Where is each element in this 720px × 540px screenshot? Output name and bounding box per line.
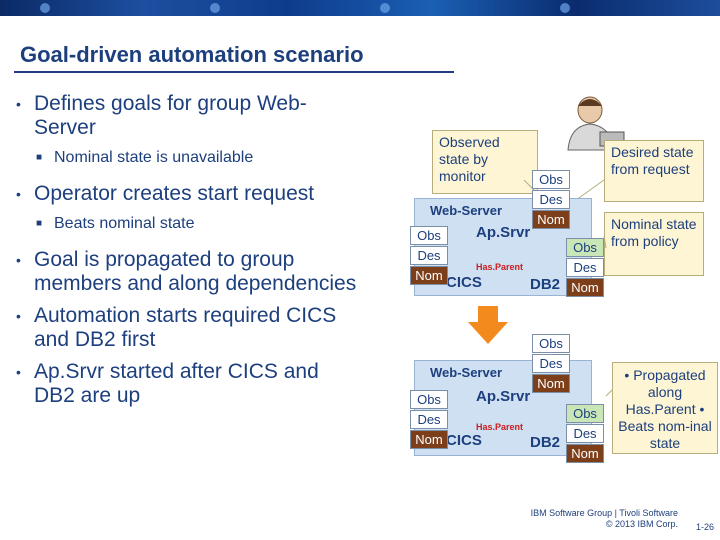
observed-state-callout: Observed state by monitor	[432, 130, 538, 194]
banner-decoration	[40, 3, 50, 13]
slide-title: Goal-driven automation scenario	[20, 42, 364, 67]
tag-des: Des	[566, 258, 604, 277]
bullet-text: Automation starts required CICS and DB2 …	[34, 304, 337, 351]
bullet-item: •Operator creates start request	[16, 182, 315, 205]
tag-des: Des	[410, 246, 448, 265]
node-db2: DB2	[530, 276, 561, 293]
bullet-item: •Automation starts required CICS and DB2…	[16, 304, 337, 351]
down-arrow-icon	[468, 306, 508, 344]
tag-obs: Obs	[566, 238, 604, 257]
title-divider	[14, 71, 454, 73]
page-number: 1-26	[695, 522, 714, 532]
nominal-state-callout: Nominal state from policy	[604, 212, 704, 276]
bullet-text: Operator creates start request	[34, 182, 315, 205]
tag-nom: Nom	[532, 210, 570, 229]
node-cics: CICS	[446, 432, 482, 449]
footer-company: IBM Software Group | Tivoli Software	[530, 508, 678, 518]
relation-label: Has.Parent	[476, 422, 524, 432]
tag-des: Des	[532, 190, 570, 209]
bullet-list: •Defines goals for group Web-Server ■Nom…	[14, 92, 364, 416]
tag-nom: Nom	[410, 266, 448, 285]
group-label: Web-Server	[430, 203, 503, 218]
propagation-callout: • Propagated along Has.Parent • Beats no…	[612, 362, 718, 454]
banner-decoration	[210, 3, 220, 13]
tag-obs: Obs	[532, 334, 570, 353]
bullet-text: Goal is propagated to group members and …	[34, 248, 357, 295]
tag-des: Des	[410, 410, 448, 429]
bullet-text: Defines goals for group Web-Server	[34, 92, 307, 139]
tag-des: Des	[566, 424, 604, 443]
sub-bullet-text: Beats nominal state	[54, 215, 195, 232]
tag-obs: Obs	[566, 404, 604, 423]
tag-obs: Obs	[410, 226, 448, 245]
banner-decoration	[560, 3, 570, 13]
bullet-item: •Goal is propagated to group members and…	[16, 248, 357, 295]
sub-bullet-item: ■Nominal state is unavailable	[36, 149, 254, 166]
tag-nom: Nom	[410, 430, 448, 449]
group-label: Web-Server	[430, 365, 503, 380]
sub-bullet-item: ■Beats nominal state	[36, 215, 195, 232]
tag-obs: Obs	[532, 170, 570, 189]
tag-nom: Nom	[566, 444, 604, 463]
desired-state-callout: Desired state from request	[604, 140, 704, 202]
header-banner	[0, 0, 720, 16]
tag-nom: Nom	[566, 278, 604, 297]
sub-bullet-text: Nominal state is unavailable	[54, 149, 254, 166]
tag-nom: Nom	[532, 374, 570, 393]
footer-copyright: © 2013 IBM Corp.	[605, 519, 678, 529]
node-apsrvr: Ap.Srvr	[476, 224, 531, 241]
relation-label: Has.Parent	[476, 262, 524, 272]
node-db2: DB2	[530, 434, 561, 451]
node-cics: CICS	[446, 274, 482, 291]
bullet-item: •Defines goals for group Web-Server	[16, 92, 307, 139]
bullet-text: Ap.Srvr started after CICS and DB2 are u…	[34, 360, 319, 407]
tag-des: Des	[532, 354, 570, 373]
banner-decoration	[380, 3, 390, 13]
node-apsrvr: Ap.Srvr	[476, 388, 531, 405]
footer: IBM Software Group | Tivoli Software © 2…	[440, 508, 678, 530]
bullet-item: •Ap.Srvr started after CICS and DB2 are …	[16, 360, 319, 407]
tag-obs: Obs	[410, 390, 448, 409]
